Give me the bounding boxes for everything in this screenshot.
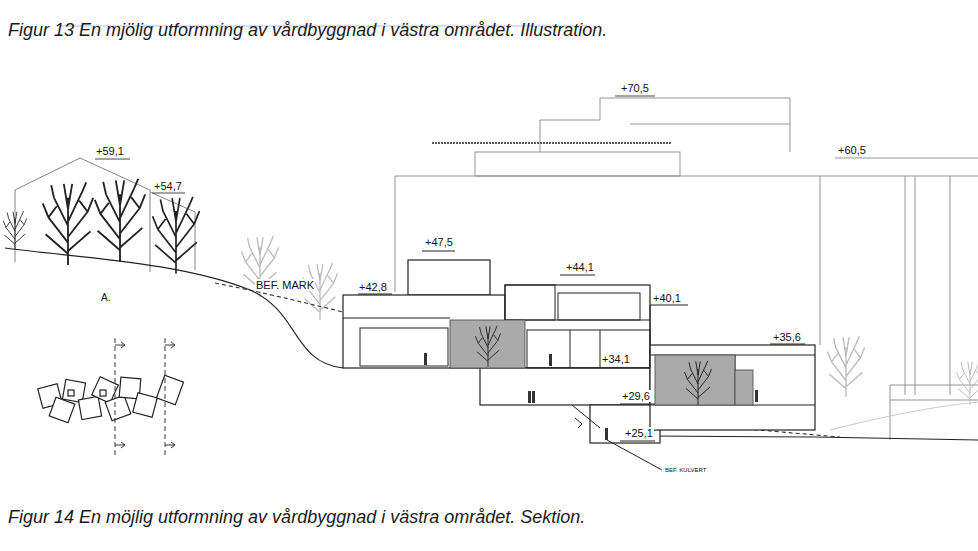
level-label: +54,7	[153, 180, 183, 192]
level-label: +34,1	[601, 353, 631, 365]
person-figure	[424, 353, 758, 440]
figure-title: Figur 13 En mjölig utformning av vårdbyg…	[8, 21, 607, 41]
level-label: BEF. KULVERT	[664, 467, 707, 474]
care-building-section	[343, 260, 815, 443]
terrain	[5, 248, 978, 440]
building-interior	[343, 251, 815, 470]
courtyard	[450, 320, 753, 405]
tree	[3, 179, 711, 405]
level-label: +44,1	[565, 261, 595, 273]
level-label: +35,6	[772, 331, 802, 343]
level-label: +47,5	[424, 236, 454, 248]
figure-caption: Figur 14 En möjlig utformning av vårdbyg…	[8, 508, 585, 528]
level-label: +59,1	[95, 145, 125, 157]
section-marker	[115, 338, 175, 455]
background-building	[395, 96, 978, 440]
tree	[241, 236, 978, 405]
level-label: +60,5	[837, 144, 867, 156]
level-label: +29,6	[621, 390, 651, 402]
neighbour-house	[15, 158, 195, 272]
level-label: +42,8	[358, 281, 388, 293]
level-label: +40,1	[652, 292, 682, 304]
courtyard-tree	[475, 326, 711, 405]
level-label: BEF. MARK	[255, 279, 315, 291]
level-label: A.	[100, 292, 111, 303]
level-label: +25,1	[624, 427, 654, 439]
level-label: +70,5	[620, 82, 650, 94]
key-plan	[38, 375, 184, 423]
